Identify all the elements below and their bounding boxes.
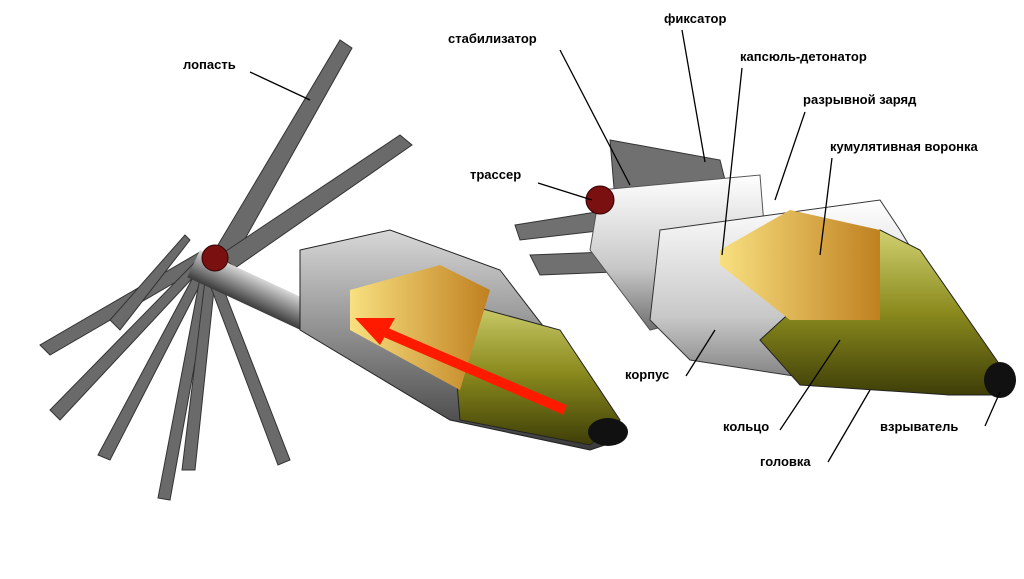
- label-fuze: взрыватель: [880, 419, 959, 434]
- label-ring: кольцо: [723, 419, 770, 434]
- label-retainer: фиксатор: [664, 11, 727, 26]
- left-fins: [39, 39, 413, 501]
- left-tracer: [201, 244, 229, 272]
- label-bursting-charge: разрывной заряд: [803, 92, 917, 107]
- label-blade: лопасть: [183, 57, 236, 72]
- left-fuze-tip: [588, 418, 628, 446]
- jet-arrow: [378, 325, 567, 415]
- leader-lines: [249, 29, 1001, 463]
- label-shaped-charge-liner: кумулятивная воронка: [830, 139, 978, 154]
- label-body: корпус: [625, 367, 670, 382]
- left-stabilizer-tube: [187, 250, 327, 337]
- label-detonator-cap: капсюль-детонатор: [740, 49, 867, 64]
- label-tracer: трассер: [470, 167, 522, 182]
- right-tracer: [585, 185, 615, 215]
- jet-arrow-head: [355, 318, 395, 345]
- label-stabilizer: стабилизатор: [448, 31, 537, 46]
- right-charge: [720, 210, 880, 320]
- right-fuze-tip: [984, 362, 1016, 398]
- label-head: головка: [760, 454, 811, 469]
